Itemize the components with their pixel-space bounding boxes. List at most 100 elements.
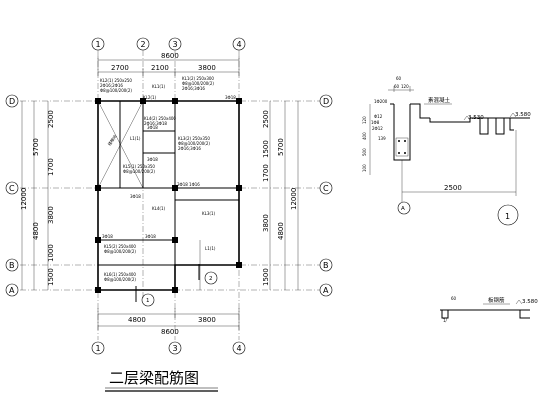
dim-left-mid-2: 4800 (32, 222, 40, 240)
beam-label: KL2(1) (143, 95, 157, 100)
s1-rebar-left: 1Φ200 (374, 99, 388, 104)
beam-label: KL3(2) 250x350 (178, 136, 210, 141)
beam-label: 2Φ16;3Φ18 (144, 121, 167, 126)
beam-label: L1(1) (130, 136, 141, 141)
dim-right-mid-1: 5700 (277, 138, 285, 156)
s1-dim-100: 100 (362, 164, 367, 172)
beam-label: 3Φ18 (147, 125, 158, 130)
s1-dim-60: 60 (394, 84, 400, 89)
beam-label: L1(1) (205, 246, 216, 251)
beam-label: 2Φ16;3Φ16 (182, 86, 205, 91)
axis-right-a: A (323, 286, 329, 295)
axis-left-c: C (9, 184, 15, 193)
beam-label: KL1(2) 250x300 (182, 76, 214, 81)
beam-label: KL4(2) 250x400 (144, 116, 176, 121)
beam-label: KL1(1) (152, 84, 166, 89)
dim-top-seg-3: 3800 (198, 64, 216, 72)
drawing-title: 二层梁配筋图 (105, 369, 218, 392)
dim-left-2: 1700 (47, 158, 55, 176)
s1-axis: A (401, 206, 405, 212)
beam-label: 3Φ18 (225, 95, 236, 100)
beam-label: KL2(1) 250x250 (100, 78, 132, 83)
columns (95, 98, 242, 293)
beam-label: KL5(2) 250x400 (104, 244, 136, 249)
beam-label: KL3(1) (202, 211, 216, 216)
axis-left-d: D (9, 97, 15, 106)
dim-left-5: 1500 (47, 268, 55, 286)
s1-rebar-b: 1Φ8 (371, 120, 380, 125)
detail-mark-2: 2 (209, 276, 213, 282)
dim-left-4: 1000 (47, 244, 55, 262)
s1-dim-400: 400 (362, 132, 367, 140)
s1-label-top: 60 (396, 76, 402, 81)
dimension-right: 2500 1500 1700 3800 1500 5700 4800 12000 (262, 101, 299, 290)
dim-right-mid-2: 4800 (277, 222, 285, 240)
dim-right-1: 2500 (262, 110, 270, 128)
s1-dim-120: 120 (401, 84, 409, 89)
beam-label: Φ8@100/200(2) (100, 88, 132, 93)
dim-bottom-seg-2: 3800 (198, 316, 216, 324)
dim-bottom-total: 8600 (161, 328, 179, 336)
s2-elev: 3.580 (522, 299, 538, 305)
dimension-top: 2700 2100 3800 8600 (97, 52, 240, 76)
beam-label: Φ8@100/200(2) (123, 169, 155, 174)
beam-label: 3Φ18 1Φ16 (177, 182, 200, 187)
s1-note: 素混凝土 (428, 96, 451, 104)
axis-bottom-1: 1 (96, 344, 101, 353)
axis-right-b: B (323, 261, 329, 270)
s1-rebar-c: 2Φ12 (372, 126, 383, 131)
stair-label: 楼梯间 (106, 133, 118, 146)
dim-left-mid-1: 5700 (32, 138, 40, 156)
s1-dim-139: 139 (378, 136, 386, 141)
plan-detail-marks: 1 2 (135, 264, 218, 307)
beam-labels: KL2(1) 250x250 2Φ16;2Φ16 Φ8@100/200(2) K… (100, 76, 236, 282)
beam-label: KL4(1) (152, 206, 166, 211)
dim-left-1: 2500 (47, 110, 55, 128)
s2-note: 板钢筋 (488, 296, 505, 304)
beam-label: 3Φ18 (130, 194, 141, 199)
grid-lines (20, 50, 320, 340)
detail-mark-1: 1 (146, 298, 150, 304)
dimension-left: 2500 1700 3800 1000 1500 5700 4800 12000 (20, 101, 55, 290)
dim-left-total: 12000 (20, 188, 28, 210)
dim-right-2: 1500 (262, 140, 270, 158)
axis-right-d: D (323, 97, 329, 106)
s1-span: 2500 (444, 184, 462, 192)
section-2: 60 1/ 板钢筋 3.580 (440, 296, 538, 323)
page-title: 二层梁配筋图 (109, 369, 199, 387)
beam-label: 2Φ16;3Φ16 (178, 146, 201, 151)
axis-right-c: C (323, 184, 329, 193)
axis-top-4: 4 (237, 40, 242, 49)
dim-top-total: 8600 (161, 52, 179, 60)
dim-right-total: 12000 (290, 188, 298, 210)
dim-top-seg-2: 2100 (151, 64, 169, 72)
s2-dim2: 1/ (443, 318, 448, 323)
axis-top-1: 1 (96, 40, 101, 49)
dim-top-seg-1: 2700 (111, 64, 129, 72)
axis-top-3: 3 (173, 40, 178, 49)
s1-mark: 1 (505, 212, 510, 221)
axis-bubbles-bottom: 1 3 4 (91, 341, 246, 355)
axis-bubbles-top: 1 2 3 4 (91, 37, 246, 51)
beam-label: KL5(1) 250x350 (123, 164, 155, 169)
s1-elev-right: 3.580 (515, 112, 531, 118)
axis-left-a: A (9, 286, 15, 295)
axis-bubbles-right: D C B A (319, 94, 333, 297)
beam-label: Φ8@100/200(2) (104, 277, 136, 282)
dim-right-5: 1500 (262, 268, 270, 286)
section-1: 60 60 120 1Φ200 素混凝土 3.530 3.580 Φ12 1Φ8… (362, 76, 531, 226)
beam-label: 3Φ18 (145, 234, 156, 239)
beam-label: 3Φ18 (102, 234, 113, 239)
beam-label: 2Φ16;2Φ16 (100, 83, 123, 88)
axis-bubbles-left: D C B A (5, 94, 19, 297)
s1-elev: 3.530 (468, 115, 484, 121)
axis-bottom-4: 4 (237, 344, 242, 353)
beam-label: KL6(1) 250x400 (104, 272, 136, 277)
beam-label: Φ8@100/200(2) (182, 81, 214, 86)
dim-right-4: 3800 (262, 214, 270, 232)
dimension-bottom: 4800 3800 8600 (97, 308, 240, 336)
beam-label: Φ8@100/200(2) (104, 249, 136, 254)
axis-left-b: B (9, 261, 15, 270)
dim-left-3: 3800 (47, 206, 55, 224)
